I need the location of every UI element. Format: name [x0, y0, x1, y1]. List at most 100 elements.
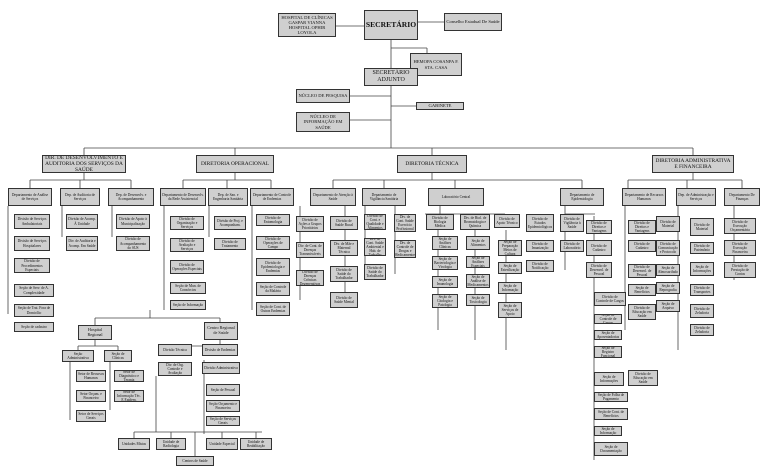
- secretario-box: SECRETÁRIO: [364, 10, 418, 40]
- d2-item: Seção de Mun. de Consórcios: [170, 282, 206, 294]
- d1-dept-auditoria: Dep. de Auditoria de Serviços: [60, 188, 100, 206]
- hospital-item: Setor de Diagnóstico e Terapia: [114, 370, 144, 382]
- d1-item: Seção de cadastro: [14, 322, 54, 332]
- conselho-box: Conselho Estadual De Saúde: [444, 13, 502, 31]
- d4-item: Divisão de Material: [656, 216, 680, 232]
- d4-item: Divisão de Educação em Saúde: [628, 370, 658, 386]
- d3-item: Divisão de Cont. e Qualidade e Alimentos: [364, 214, 386, 230]
- centro-item: Centros de Saúde: [176, 456, 214, 466]
- hospital-regional-box: Hospital Regional: [78, 325, 112, 340]
- d3-item: Divisão de Saúde do Trabalhador: [330, 266, 358, 282]
- d4-item: Divisão de Cadastro: [586, 240, 612, 256]
- centro-item: Unidade de Reabilitação: [240, 438, 272, 450]
- d3-item: Divisão de Ações a Grupos Prioritários: [296, 216, 324, 232]
- d2-item: Divisão de Epidemiologia e Endemias: [256, 258, 290, 276]
- d4-item: Seção de Almoxarifado: [656, 264, 680, 276]
- d4-item: Divisão de Execução Financeira: [724, 240, 756, 256]
- affiliated-hospitals-box: HOSPITAL DE CLÍNICAS GASPAR VIANNA HOSPI…: [278, 13, 336, 37]
- d3-item: Div. de Cont. Saúde Exercício Profission…: [394, 214, 416, 232]
- d3-item: Seção de Alimentos: [466, 236, 490, 250]
- d4-item: Divisão de Transportes: [690, 284, 714, 296]
- d3-dept-vigilancia: Departamento de Vigilância Sanitária: [362, 188, 406, 206]
- d2-dept-saneamento: Dep. de San. e Engenharia Sanitária: [208, 188, 248, 206]
- d3-item: Div. de Mãe e Maternal Técnica: [330, 240, 358, 256]
- d3-item: Divisão de Imunização: [526, 240, 554, 252]
- d4-item: Divisão de Direitos e Vantagens: [586, 220, 612, 234]
- d2-item: Divisão de Entomologia: [256, 214, 290, 226]
- centro-item: Seção de Serviços Gerais: [206, 416, 240, 426]
- d4-item: Divisão de Zeladoria: [690, 324, 714, 336]
- d4-item: Seção de Registro Funcional: [594, 346, 622, 358]
- hospital-item: Setor de Informação Téc. E Epidem.: [114, 390, 144, 402]
- hospital-item: Seção de Clínicas: [104, 350, 132, 362]
- d3-item: Seção de Serviços de Apoio: [498, 302, 522, 318]
- dir-tecnica-box: DIRETORIA TÉCNICA: [397, 155, 467, 173]
- centro-item: Unidades Mistas: [118, 438, 150, 450]
- secretario-adjunto-box: SECRETÁRIO ADJUNTO: [364, 68, 418, 86]
- centro-item: Unidade Especial: [206, 438, 238, 450]
- d3-dept-atencao: Departamento de Atenção à Saúde: [310, 188, 356, 206]
- hospital-item: Seção Administrativa: [62, 350, 94, 362]
- d3-item: Div. de Controle de Drogas e Medicamento…: [394, 240, 416, 258]
- d3-item: Divisão de Saúde Mental: [330, 292, 358, 308]
- nucleo-pesquisa-box: NÚCLEO DE PESQUISA: [296, 89, 350, 103]
- centro-item: Seção Orçamento e Financeira: [206, 400, 240, 412]
- d4-dept-rh: Departamento de Recursos Humanos: [622, 188, 666, 206]
- centro-regional-box: Centro Regional de Saúde: [204, 322, 238, 340]
- d4-item: Seção de Informações: [690, 262, 714, 276]
- d2-item: Divisão de Organização e Serviços: [170, 216, 204, 230]
- d1-item: Div. de Auditoria e Acomp. Em Saúde: [66, 236, 98, 251]
- centro-item: Div. de Org. Controle e Avaliação: [158, 362, 192, 376]
- d3-item: Seção de Análises Especiais: [466, 256, 490, 268]
- d4-item: Seção de Aposentadorias: [594, 330, 622, 340]
- d3-item: Seção de Preparação Meios de Cultura: [498, 240, 522, 256]
- d4-item: Seção de Reprografia: [656, 282, 680, 294]
- d2-item: Divisão de Tratamento: [214, 238, 246, 250]
- d2-item: Divisão de Operações de Campo: [256, 236, 290, 250]
- hospital-item: Setor de Serviços Gerais: [76, 410, 106, 422]
- d4-item: Divisão de Cadastro: [628, 240, 656, 252]
- gabinete-box: GABINETE: [416, 102, 464, 110]
- dir-administrativa-box: DIRETORIA ADMINISTRATIVA E FINANCEIRA: [652, 155, 734, 173]
- d3-item: Div. de Cont. de Doenças Transmissíveis: [296, 242, 324, 258]
- centro-item: Unidade de Radiologia: [156, 438, 186, 450]
- d4-item: Seção de Benefícios: [628, 284, 656, 296]
- d1-item: Divisão de Apoio à Municipalização: [116, 214, 150, 229]
- d1-item: Divisão de Serviços Ambulatoriais: [14, 214, 50, 229]
- d4-item: Divisão de Desenvol. de Pessoal: [586, 262, 612, 278]
- d4-item: Divisão de Desenvol. de Pessoal: [628, 264, 656, 278]
- dir-desenvolvimento-box: DIR. DE DESENVOLVIMENTO E AUDITORIA DOS …: [42, 155, 126, 173]
- d3-item: Seção de Bacteriologia e Virologia: [432, 256, 458, 270]
- d4-item: Seção de Informação: [594, 426, 622, 436]
- centro-item: Divisão Técnica: [158, 344, 192, 356]
- d3-dept-epidemiologia: Departamento de Epidemiologia: [560, 188, 604, 206]
- d2-item: Seção de Controle da Malária: [256, 282, 290, 296]
- d4-item: Divisão de Direitos e Vantagens: [628, 220, 656, 234]
- d1-item: Seção de Serv. de A. Complexidade: [14, 284, 54, 297]
- d4-dept-financas: Departamento De Finanças: [724, 188, 760, 206]
- centro-item: Seção de Pessoal: [206, 384, 240, 396]
- d2-item: Seção de Cont. de Outras Endemias: [256, 302, 290, 316]
- d4-item: Seção de Folha de Pagamento: [594, 392, 628, 402]
- d4-item: Divisão de Execução Orçamentária: [724, 218, 756, 234]
- centro-item: Divisão Administrativa: [202, 362, 240, 374]
- d3-item: Divisão de Doenças Crônicas Degenerativa…: [296, 270, 324, 286]
- d3-item: Seção de Informação: [498, 282, 522, 294]
- d4-item: Seção de Informações: [594, 372, 624, 386]
- d4-item: Divisão de Zeladoria: [690, 304, 714, 318]
- d3-item: Div. de Biol. de Bromatologia e Química: [460, 214, 490, 230]
- d4-item: Seção de Documentação: [594, 442, 628, 456]
- d3-item: Seção de Imunologia: [432, 276, 458, 288]
- d2-dept-rede: Departamento de Desenvolv. da Rede Assis…: [160, 188, 206, 206]
- d3-item: Divisão de Saúde do Trabalhador: [364, 264, 386, 280]
- nucleo-informacao-box: NÚCLEO DE INFORMAÇÃO EM SAÚDE: [296, 112, 350, 132]
- d1-item: Seção de Trat. Fora de Domicílio: [14, 304, 54, 317]
- d4-item: Divisão de Patrimônio: [690, 242, 714, 254]
- d3-item: Div. de Cont. Saúde Ambiental e Hab. de …: [364, 238, 386, 256]
- d4-dept-admin: Dep. de Administração e Serviços: [676, 188, 716, 206]
- d1-dept-analise: Departamento de Análise de Serviços: [8, 188, 52, 206]
- hemopa-box: HEMOPA COSANPA F. STA. CASA: [410, 53, 462, 76]
- d1-item: Divisão de Acompanhamento do SUS: [116, 236, 150, 251]
- d3-item: Seção de Análises Clínicas: [432, 236, 458, 250]
